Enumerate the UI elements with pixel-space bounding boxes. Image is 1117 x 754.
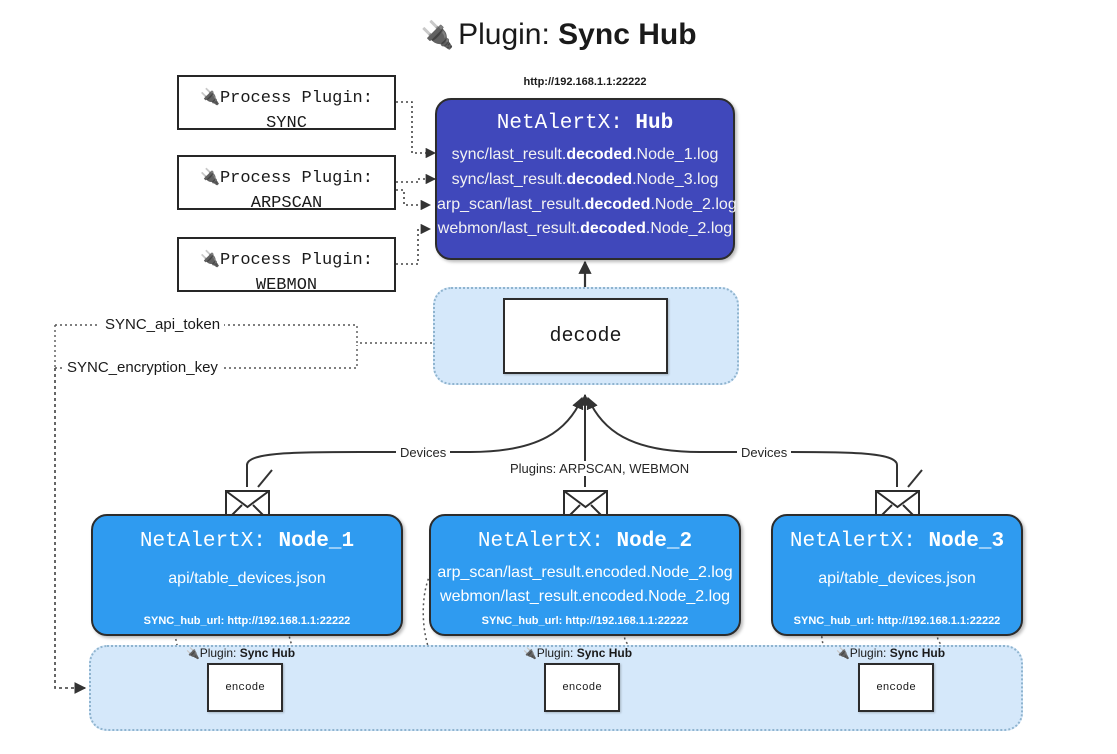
plug-icon: 🔌 — [836, 647, 850, 660]
node-title-name: Node_2 — [616, 530, 693, 553]
node-artifact: webmon/last_result.encoded.Node_2.log — [440, 588, 730, 605]
plug-icon: 🔌 — [200, 87, 220, 106]
node-title-prefix: NetAlertX: — [477, 530, 617, 553]
encode-plugin-name: Sync Hub — [239, 646, 296, 660]
encode-box-node-3[interactable]: encode — [858, 663, 934, 712]
encode-box-node-2[interactable]: encode — [544, 663, 620, 712]
node-artifact: api/table_devices.json — [168, 570, 326, 587]
process-plugin-title: Process Plugin: — [219, 169, 373, 188]
encode-label: encode — [225, 681, 265, 694]
decode-box[interactable]: decode — [503, 298, 668, 374]
plug-icon: 🔌 — [200, 167, 220, 186]
process-plugin-name: WEBMON — [255, 275, 318, 295]
node-title-name: Node_1 — [278, 530, 355, 553]
node-title-prefix: NetAlertX: — [789, 530, 929, 553]
hub-log-line: sync/last_result.decoded.Node_1.log — [451, 146, 719, 163]
node-artifact: api/table_devices.json — [818, 570, 976, 587]
encode-plugin-prefix: Plugin: — [849, 646, 890, 660]
hub-box[interactable]: NetAlertX: Hub sync/last_result.decoded.… — [435, 98, 737, 260]
hub-title: NetAlertX: Hub — [437, 112, 733, 135]
node-artifact-list: api/table_devices.json — [93, 567, 401, 591]
hub-log-list: sync/last_result.decoded.Node_1.log sync… — [437, 143, 737, 242]
page-title-prefix: Plugin: — [458, 18, 559, 51]
devices-label-right: Devices — [737, 445, 792, 460]
encode-plugin-label: 🔌Plugin: Sync Hub — [523, 646, 632, 660]
node-artifact: arp_scan/last_result.encoded.Node_2.log — [437, 564, 733, 581]
hub-log-line: sync/last_result.decoded.Node_3.log — [451, 170, 719, 188]
process-plugin-name: ARPSCAN — [250, 193, 323, 213]
page-title: 🔌Plugin: Sync Hub — [0, 18, 1117, 52]
encode-box-node-1[interactable]: encode — [207, 663, 283, 712]
sync-api-token-label: SYNC_api_token — [101, 316, 225, 333]
node-artifact-list: api/table_devices.json — [773, 567, 1021, 591]
hub-log-line: arp_scan/last_result.decoded.Node_2.log — [437, 195, 737, 213]
process-plugin-sync[interactable]: 🔌Process Plugin: SYNC — [177, 75, 396, 133]
encode-plugin-name: Sync Hub — [576, 646, 633, 660]
encode-plugin-prefix: Plugin: — [536, 646, 577, 660]
node-hub-url: SYNC_hub_url: http://192.168.1.1:22222 — [143, 615, 351, 627]
node-hub-url: SYNC_hub_url: http://192.168.1.1:22222 — [793, 615, 1001, 627]
hub-url-label: http://192.168.1.1:22222 — [523, 76, 647, 88]
process-plugin-title: Process Plugin: — [219, 89, 373, 108]
node-title: NetAlertX: Node_2 — [431, 530, 739, 553]
plug-icon: 🔌 — [186, 647, 200, 660]
node-box-node-2[interactable]: NetAlertX: Node_2 arp_scan/last_result.e… — [429, 514, 741, 636]
process-plugin-webmon[interactable]: 🔌Process Plugin: WEBMON — [177, 237, 396, 295]
node-title: NetAlertX: Node_3 — [773, 530, 1021, 553]
encode-plugin-name: Sync Hub — [889, 646, 946, 660]
encode-plugin-prefix: Plugin: — [199, 646, 240, 660]
decode-label: decode — [549, 324, 622, 348]
encode-label: encode — [562, 681, 602, 694]
node-hub-url: SYNC_hub_url: http://192.168.1.1:22222 — [481, 615, 689, 627]
process-plugin-arpscan[interactable]: 🔌Process Plugin: ARPSCAN — [177, 155, 396, 213]
encode-plugin-label: 🔌Plugin: Sync Hub — [186, 646, 295, 660]
plug-icon: 🔌 — [200, 249, 220, 268]
process-plugin-name: SYNC — [266, 113, 307, 133]
node-box-node-1[interactable]: NetAlertX: Node_1 api/table_devices.json… — [91, 514, 403, 636]
node-title-name: Node_3 — [928, 530, 1005, 553]
hub-log-line: webmon/last_result.decoded.Node_2.log — [437, 220, 733, 238]
page-title-name: Sync Hub — [558, 18, 697, 51]
node-title: NetAlertX: Node_1 — [93, 530, 401, 553]
process-plugin-title: Process Plugin: — [219, 251, 373, 270]
devices-label-left: Devices — [396, 445, 451, 460]
node-box-node-3[interactable]: NetAlertX: Node_3 api/table_devices.json… — [771, 514, 1023, 636]
plug-icon: 🔌 — [420, 20, 455, 50]
sync-encryption-key-label: SYNC_encryption_key — [63, 359, 222, 376]
hub-title-name: Hub — [635, 112, 674, 135]
encode-label: encode — [876, 681, 916, 694]
hub-title-prefix: NetAlertX: — [496, 112, 636, 135]
node-title-prefix: NetAlertX: — [139, 530, 279, 553]
plug-icon: 🔌 — [523, 647, 537, 660]
plugins-label-center: Plugins: ARPSCAN, WEBMON — [506, 461, 694, 476]
encode-plugin-label: 🔌Plugin: Sync Hub — [836, 646, 945, 660]
node-artifact-list: arp_scan/last_result.encoded.Node_2.log … — [431, 561, 739, 609]
